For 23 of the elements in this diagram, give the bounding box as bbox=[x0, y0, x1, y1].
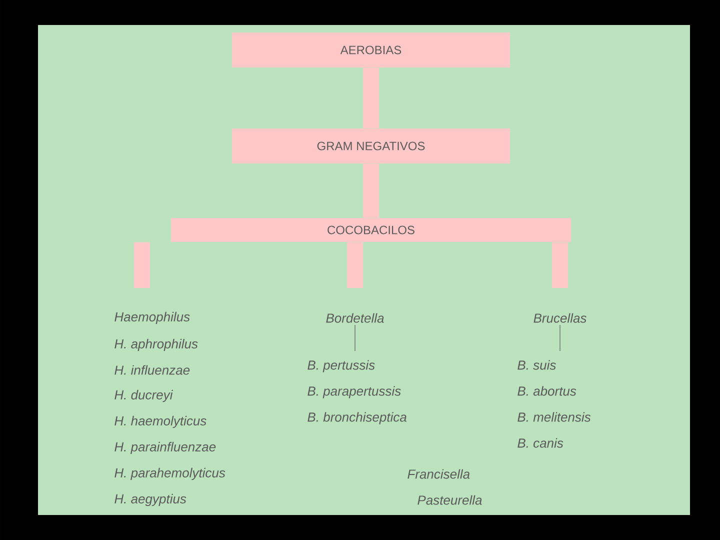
connector bbox=[347, 242, 363, 288]
species-name: H. parahemolyticus bbox=[114, 468, 226, 480]
species-list: B. pertussis B. parapertussis B. bronchiseptica bbox=[308, 360, 406, 424]
category-box: AEROBIAS bbox=[232, 32, 510, 68]
genus-name: Haemophilus bbox=[114, 312, 190, 324]
species-name: Francisella bbox=[408, 469, 470, 479]
genus-name: Brucellas bbox=[534, 313, 586, 323]
species-list: B. suis B. abortus B. melitensis B. canis bbox=[518, 360, 591, 448]
connector bbox=[552, 242, 568, 288]
species-name: Pasteurella bbox=[418, 495, 482, 505]
species-name: H. haemolyticus bbox=[114, 416, 206, 428]
species-name: H. aphrophilus bbox=[114, 338, 198, 352]
connector bbox=[363, 164, 379, 218]
connector bbox=[354, 324, 356, 352]
category-bar: COCOBACILOS bbox=[171, 218, 571, 242]
species-name: H. ducreyi bbox=[114, 390, 173, 402]
connector bbox=[363, 68, 379, 128]
species-name: H. aegyptius bbox=[114, 494, 186, 506]
category-box: GRAM NEGATIVOS bbox=[232, 128, 510, 164]
species-name: H. influenzae bbox=[114, 365, 190, 375]
species-name: H. parainfluenzae bbox=[114, 442, 216, 454]
connector bbox=[134, 242, 150, 288]
genus-name: Bordetella bbox=[326, 313, 384, 323]
